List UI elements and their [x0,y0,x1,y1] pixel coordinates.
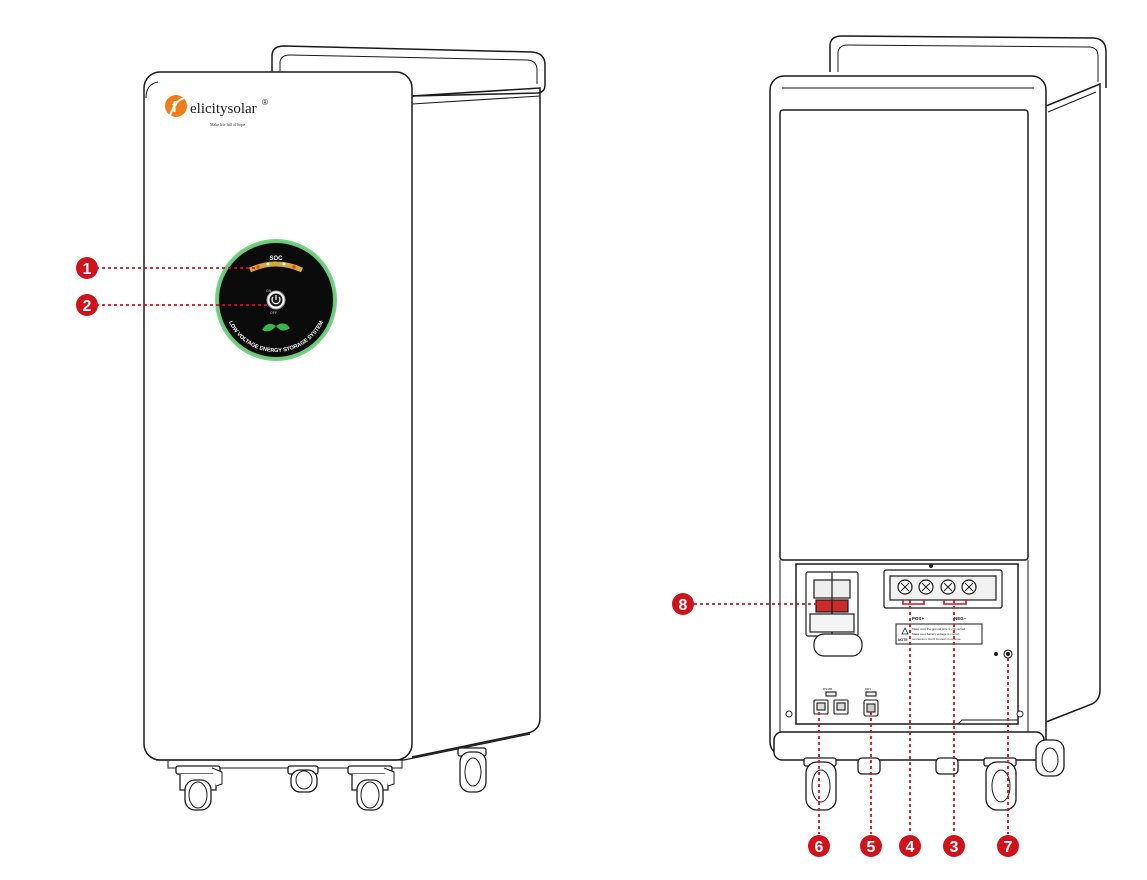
rear-upper-cover [779,109,1029,561]
positive-terminal[interactable] [897,579,934,595]
rs485-label: RS485 [823,687,833,691]
brand-registered-mark: ® [262,98,268,107]
callout-6-number: 6 [815,839,824,856]
circuit-breaker[interactable] [805,571,859,637]
warning-line-3: connection. Don't connect in reverse. [912,637,961,641]
warning-title: NOTE [898,638,908,642]
callout-7-number: 7 [1004,839,1013,856]
breaker-handle-slot [813,633,863,657]
brand-tagline: Make life full of hope [210,122,245,127]
front-unit [143,45,546,769]
callout-7: 7 [997,835,1019,857]
caster-rear-mid-left [857,757,881,775]
negative-terminal[interactable] [940,579,977,595]
callout-leaders [96,267,1009,834]
warning-label: NOTE Make sure the ground wire is connec… [895,623,983,645]
rear-casters [803,739,1065,811]
caster-front-back [457,747,487,793]
brand-logo-icon [165,95,187,117]
front-unit-front-panel [143,71,413,761]
callout-8-number: 8 [679,597,688,614]
front-unit-side-panel [411,87,541,758]
power-switch[interactable] [266,290,286,310]
callout-3-number: 3 [950,839,959,856]
caster-rear-left [803,757,837,811]
caster-rear-right [983,757,1017,811]
caster-front-mid [287,765,319,793]
neg-label: NEG− [954,616,967,621]
callout-5: 5 [860,835,882,857]
caster-rear-back [1035,739,1065,777]
rear-mounting-screws [785,564,1024,718]
front-casters [175,747,487,811]
rear-unit-handle [829,35,1107,88]
callout-3: 3 [943,835,965,857]
communication-ports[interactable] [813,691,849,715]
callout-4: 4 [899,835,921,857]
switch-off-label: OFF [270,311,277,315]
front-unit-handle [271,45,546,97]
brand-name: elicitysolar [190,101,257,117]
leaf-icon [262,323,290,332]
caster-rear-mid-right [935,757,959,775]
dry-contact-label: DRY [865,687,871,691]
callout-2: 2 [76,294,98,316]
front-control-panel: SOC ON OFF LOW VOLTAGE ENERGY STORAGE SY… [215,239,337,361]
ground-screw[interactable] [1003,649,1013,659]
dry-contact-port[interactable] [863,691,879,717]
terminal-block [883,569,1003,609]
warning-line-2: Make sure battery voltage is correct [912,632,960,636]
leader-ticks [902,600,967,605]
power-icon [271,296,281,305]
brand-logo: f elicitysolar ® Make life full of hope [165,95,268,127]
callout-markers: 1 2 8 6 5 4 3 7 [76,257,1019,857]
rear-unit-side-panel [1045,82,1101,723]
rear-unit-base [773,731,1045,761]
pos-label: POS+ [912,616,925,621]
callout-1-number: 1 [83,261,92,278]
callout-4-number: 4 [906,839,915,856]
callout-5-number: 5 [867,839,876,856]
caster-front-right [347,765,395,811]
brand-logo-letter: f [172,99,178,116]
callout-8: 8 [672,593,694,615]
callout-6: 6 [808,835,830,857]
warning-line-1: Make sure the ground wire is connected [912,627,966,631]
callout-1: 1 [76,257,98,279]
switch-on-label: ON [266,289,272,293]
warning-icon [901,627,909,635]
callout-2-number: 2 [83,298,92,315]
front-unit-base [156,733,531,761]
caster-front-left [175,765,223,811]
soc-label: SOC [269,256,283,262]
